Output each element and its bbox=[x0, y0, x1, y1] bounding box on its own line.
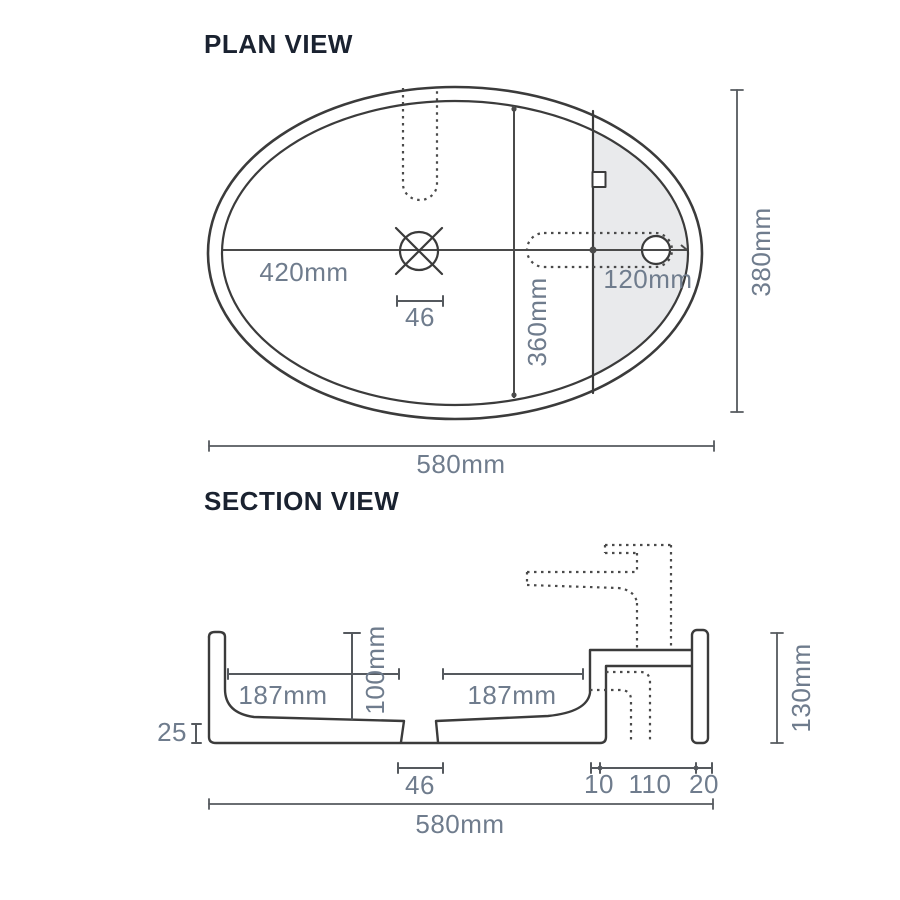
plan-view-title: PLAN VIEW bbox=[204, 29, 353, 59]
deck-dim-dot bbox=[589, 246, 597, 254]
plan-overall-width-dim: 580mm bbox=[208, 440, 715, 479]
section-left-half-label: 187mm bbox=[238, 680, 327, 710]
section-bowl-right-and-deck bbox=[434, 648, 694, 744]
basin-outer-rim bbox=[206, 85, 704, 421]
section-right-wall bbox=[690, 628, 710, 745]
plan-overall-width-label: 580mm bbox=[416, 449, 505, 479]
overflow-hole bbox=[591, 171, 607, 188]
dim-end-dot bbox=[511, 106, 517, 112]
section-bowl-depth-dim: 100mm bbox=[343, 625, 390, 720]
section-view-title: SECTION VIEW bbox=[204, 486, 399, 516]
dim-end-dot bbox=[511, 392, 517, 398]
section-left-half-dim: 187mm bbox=[227, 668, 400, 710]
section-right-half-dim: 187mm bbox=[442, 668, 584, 710]
section-right-half-label: 187mm bbox=[467, 680, 556, 710]
section-base-thickness-label: 25 bbox=[157, 717, 187, 747]
faucet-hidden-outline bbox=[525, 543, 673, 650]
plan-bowl-length-label: 360mm bbox=[522, 277, 552, 366]
section-deck-height-dim: 130mm bbox=[770, 632, 816, 744]
section-deck-dims: 10 110 20 bbox=[584, 762, 719, 799]
section-deck-span-label: 110 bbox=[629, 769, 672, 799]
section-deck-height-label: 130mm bbox=[786, 643, 816, 732]
plan-overall-depth-label: 380mm bbox=[746, 207, 776, 296]
hidden-channel-outline-inner bbox=[590, 688, 633, 740]
plan-drain-dim: 46 bbox=[396, 295, 444, 332]
plan-drain-dim-label: 46 bbox=[405, 302, 435, 332]
plan-view: PLAN VIEW bbox=[204, 29, 776, 479]
dim-dot bbox=[693, 765, 699, 771]
section-overall-width-dim: 580mm bbox=[208, 798, 714, 839]
section-drain-label: 46 bbox=[405, 770, 435, 800]
section-deck-offset-label: 10 bbox=[584, 769, 614, 799]
drain-symbol-icon bbox=[394, 226, 444, 276]
section-view: SECTION VIEW 187mm bbox=[157, 486, 816, 839]
plan-deck-width-label: 120mm bbox=[603, 264, 692, 294]
section-wall-thickness-label: 20 bbox=[689, 769, 719, 799]
plan-overall-depth-dim: 380mm bbox=[730, 89, 776, 413]
deck-shaded-region bbox=[593, 131, 688, 375]
section-left-wall-and-bowl bbox=[207, 630, 406, 744]
dim-dot bbox=[597, 765, 603, 771]
faucet-spout-hidden-outline bbox=[401, 88, 439, 202]
section-base-thickness-dim: 25 bbox=[157, 717, 202, 747]
section-overall-width-label: 580mm bbox=[415, 809, 504, 839]
tap-base-hidden-outline bbox=[525, 231, 674, 269]
section-drain-dim: 46 bbox=[397, 762, 444, 800]
section-bowl-depth-label: 100mm bbox=[360, 625, 390, 714]
basin-inner-rim bbox=[220, 99, 690, 407]
section-base-and-pedestal bbox=[207, 635, 694, 745]
hidden-channel-outline bbox=[606, 670, 652, 740]
plan-inner-width-label: 420mm bbox=[259, 257, 348, 287]
